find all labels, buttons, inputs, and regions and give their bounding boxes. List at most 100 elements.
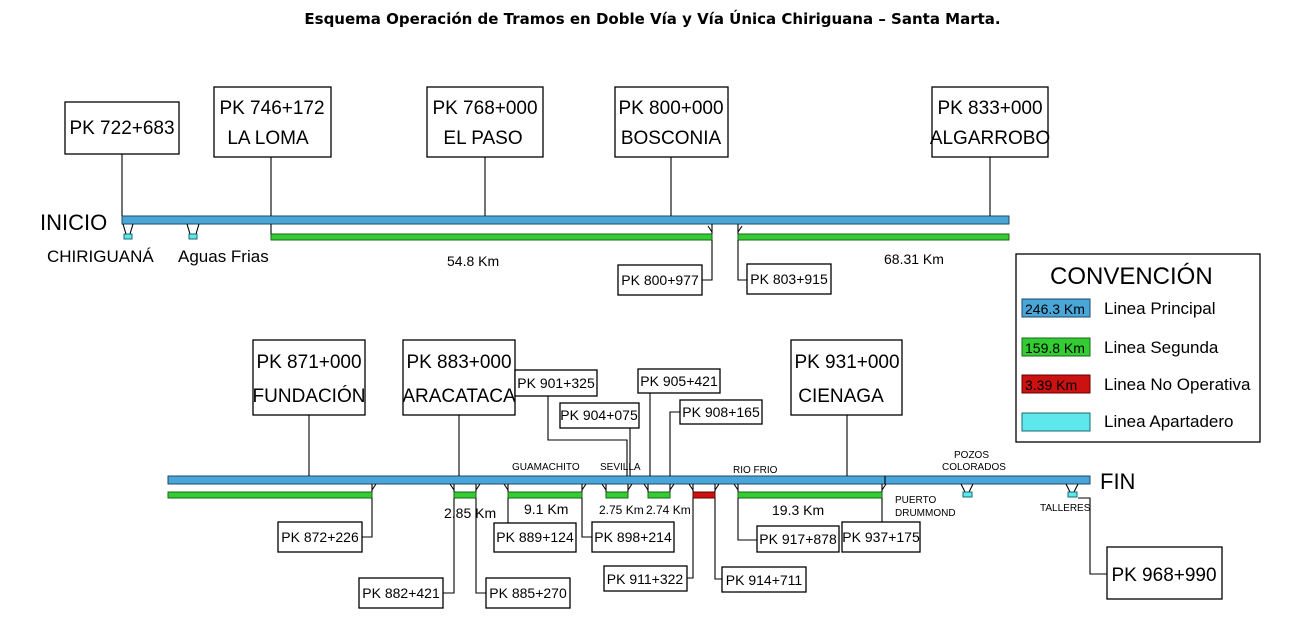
station-pk: PK 800+000 (618, 98, 723, 119)
station-box-fundacion: PK 871+000 FUNDACIÓN (252, 339, 366, 476)
label-guamachito: GUAMACHITO (512, 462, 580, 473)
legend-swatch-text: 246.3 Km (1025, 301, 1085, 317)
svg-text:PK 889+124: PK 889+124 (496, 529, 574, 545)
siding-talleres (1067, 491, 1078, 498)
pk-box-872-226: PK 872+226 (277, 498, 373, 553)
second-line-row1-a (270, 233, 713, 241)
siding-aguas-frias (188, 233, 198, 240)
legend-label: Linea No Operativa (1104, 375, 1251, 394)
pk-box-882-421: PK 882+421 (358, 498, 455, 609)
label-rio-frio: RIO FRIO (733, 465, 778, 476)
station-name: EL PASO (443, 128, 522, 149)
siding-connector-chiriguana (122, 223, 134, 235)
legend-swatch-nonop (1021, 374, 1091, 394)
station-name: ALGARROBO (930, 128, 1050, 149)
label-pozos-colorados: POZOS COLORADOS (942, 450, 1006, 473)
legend: CONVENCIÓN 246.3 Km Linea Principal 159.… (1015, 253, 1261, 443)
non-operative-line (692, 491, 716, 499)
svg-text:POZOS: POZOS (954, 450, 989, 461)
second-line-fundacion (167, 491, 373, 499)
svg-text:PK 872+226: PK 872+226 (281, 529, 359, 545)
legend-label: Linea Segunda (1104, 338, 1219, 357)
second-line-rio-frio (737, 491, 883, 499)
pk-box-904-075: PK 904+075 (559, 402, 640, 476)
diagram-title: Esquema Operación de Tramos en Doble Vía… (304, 10, 1001, 28)
station-name: LA LOMA (227, 128, 309, 149)
pk-box-914-711: PK 914+711 (714, 498, 807, 593)
pk-box-911-322: PK 911+322 (603, 498, 694, 592)
legend-label: Linea Apartadero (1104, 412, 1234, 431)
svg-text:PK 917+878: PK 917+878 (759, 531, 837, 547)
legend-swatch-text: 3.39 Km (1025, 377, 1077, 393)
svg-text:PK 803+915: PK 803+915 (750, 271, 828, 287)
distance-2-74: 2.74 Km (646, 503, 691, 517)
distance-2-85: 2.85 Km (444, 505, 496, 521)
pk-box-889-124: PK 889+124 (493, 498, 577, 553)
station-name: CIENAGA (798, 386, 884, 407)
svg-text:PK 885+270: PK 885+270 (489, 585, 567, 601)
svg-text:PK 905+421: PK 905+421 (640, 373, 718, 389)
svg-text:PUERTO: PUERTO (895, 495, 937, 506)
pk-box-968-990: PK 968+990 (1078, 497, 1223, 600)
svg-text:PK 911+322: PK 911+322 (607, 571, 684, 587)
pk-box-898-214: PK 898+214 (581, 498, 675, 553)
siding-connector-pozos (960, 483, 974, 493)
station-box-la-loma: PK 746+172 LA LOMA (213, 86, 332, 216)
station-box-cienaga: PK 931+000 CIENAGA (790, 339, 903, 476)
distance-9-1: 9.1 Km (524, 501, 568, 517)
label-aguas-frias: Aguas Frias (178, 247, 269, 266)
pk-box-901-325: PK 901+325 (514, 369, 628, 476)
row2-crossovers (371, 483, 887, 492)
main-line-row2 (167, 475, 1091, 485)
label-sevilla: SEVILLA (600, 462, 641, 473)
station-pk: PK 833+000 (937, 98, 1042, 119)
svg-text:COLORADOS: COLORADOS (942, 462, 1006, 473)
station-box-el-paso: PK 768+000 EL PASO (426, 86, 544, 216)
svg-text:PK 800+977: PK 800+977 (621, 272, 699, 288)
pk-box-885-270: PK 885+270 (475, 498, 571, 609)
station-pk: PK 768+000 (432, 98, 537, 119)
svg-text:PK 908+165: PK 908+165 (682, 404, 760, 420)
siding-pozos-colorados (962, 491, 973, 498)
second-line-aracataca (453, 491, 477, 499)
svg-text:DRUMMOND: DRUMMOND (895, 508, 956, 519)
pk-box-800-977: PK 800+977 (617, 240, 713, 296)
legend-swatch-main (1021, 298, 1091, 318)
svg-text:PK 898+214: PK 898+214 (594, 529, 672, 545)
legend-swatch-text: 159.8 Km (1025, 340, 1085, 356)
station-pk: PK 871+000 (256, 352, 361, 373)
main-line-row1 (121, 215, 1010, 225)
station-pk: PK 722+683 (69, 118, 174, 139)
station-box-aracataca: PK 883+000 ARACATACA (402, 339, 516, 476)
pk-box-908-165: PK 908+165 (669, 399, 763, 476)
svg-text:PK 968+990: PK 968+990 (1111, 565, 1216, 586)
label-chiriguana: CHIRIGUANÁ (47, 247, 154, 266)
start-label: INICIO (40, 210, 107, 235)
row1-crossovers (270, 224, 739, 234)
distance-54-8: 54.8 Km (447, 253, 499, 269)
pk-box-937-175: PK 937+175 (841, 498, 921, 553)
end-label: FIN (1100, 469, 1135, 494)
svg-text:PK 882+421: PK 882+421 (362, 585, 440, 601)
second-line-2-74 (647, 491, 671, 499)
station-box-bosconia: PK 800+000 BOSCONIA (614, 86, 729, 216)
legend-swatch-second (1021, 337, 1091, 357)
pk-box-917-878: PK 917+878 (737, 498, 840, 553)
station-box-algarrobo: PK 833+000 ALGARROBO (930, 86, 1050, 216)
station-name: FUNDACIÓN (253, 385, 366, 407)
svg-text:PK 901+325: PK 901+325 (517, 375, 595, 391)
pk-box-803-915: PK 803+915 (737, 240, 832, 295)
siding-connector-aguas-frias (186, 223, 200, 235)
label-talleres: TALLERES (1040, 503, 1091, 514)
second-line-row1-b (737, 233, 1010, 241)
legend-swatch-siding (1021, 412, 1091, 432)
station-pk: PK 746+172 (219, 98, 324, 119)
distance-2-75: 2.75 Km (599, 503, 644, 517)
row1-switch-marks (707, 225, 743, 233)
distance-19-3: 19.3 Km (772, 502, 824, 518)
distance-68-31: 68.31 Km (884, 251, 944, 267)
station-name: ARACATACA (402, 386, 516, 407)
second-line-sevilla (605, 491, 629, 499)
station-box-pk722: PK 722+683 (64, 101, 180, 216)
